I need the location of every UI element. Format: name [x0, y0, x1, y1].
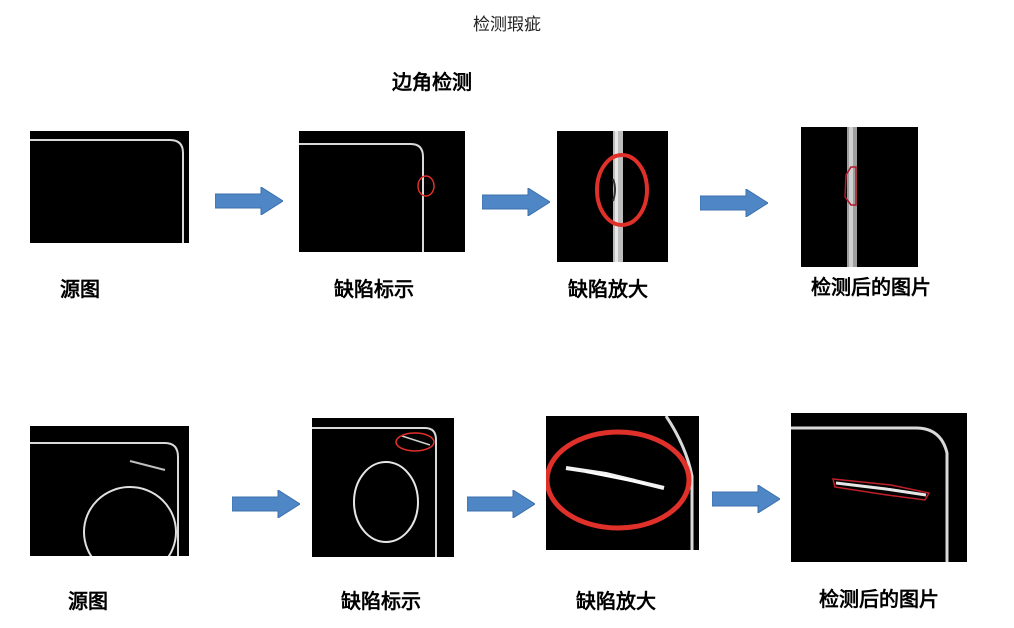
defect-marked-image: [312, 418, 454, 557]
detection-result-image: [791, 413, 967, 562]
arrow-right-icon: [215, 187, 283, 215]
caption-source: 源图: [60, 277, 100, 301]
caption-detection-result: 检测后的图片: [811, 275, 931, 299]
defect-marked-image: [299, 131, 465, 252]
arrow-right-icon: [232, 490, 300, 518]
arrow-right-icon: [712, 485, 780, 513]
source-image: [30, 131, 189, 243]
arrow-right-icon: [482, 188, 550, 216]
caption-defect-zoom: 缺陷放大: [576, 589, 656, 613]
caption-detection-result: 检测后的图片: [819, 587, 939, 611]
caption-defect-marked: 缺陷标示: [341, 589, 421, 613]
caption-defect-marked: 缺陷标示: [334, 277, 414, 301]
caption-defect-zoom: 缺陷放大: [568, 277, 648, 301]
source-image: [30, 426, 189, 556]
caption-source: 源图: [68, 589, 108, 613]
detection-result-image: [801, 127, 918, 267]
arrow-right-icon: [467, 490, 535, 518]
arrow-right-icon: [700, 189, 768, 217]
page-title: 检测瑕疵: [473, 15, 541, 35]
section-title: 边角检测: [392, 70, 472, 94]
defect-zoom-image: [557, 131, 668, 262]
defect-zoom-image: [546, 416, 699, 550]
